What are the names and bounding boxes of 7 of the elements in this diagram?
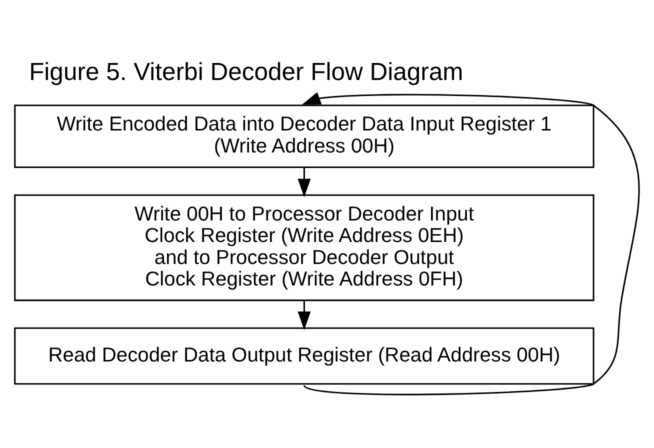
arrow [298,166,311,197]
arrow [298,300,311,330]
node-box: Read Decoder Data Output Register (Read Address 00H) [14,326,594,384]
diagram-title: Figure 5. Viterbi Decoder Flow Diagram [29,58,464,86]
arrow [302,92,640,395]
node-box: Write Encoded Data into Decoder Data Input Register 1 (Write Address 00H) [14,104,594,168]
node-box: Write 00H to Processor Decoder Input Clock Register (Write Address 0EH) and to Processor Decoder Output Clock Register (Write Address 0FH) [14,194,594,301]
